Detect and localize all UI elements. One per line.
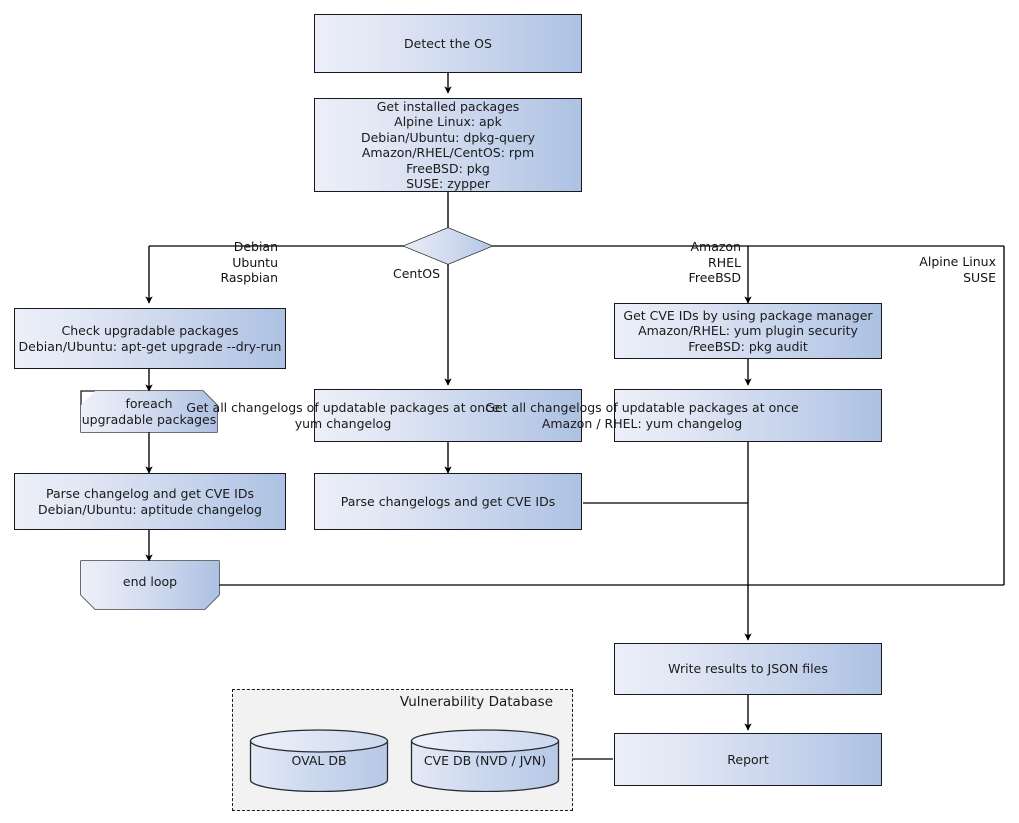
- node-report[interactable]: Report: [614, 733, 882, 786]
- node-label: Get all changelogs of updatable packages…: [485, 400, 799, 431]
- branch-label-alpine: Alpine Linux SUSE: [919, 254, 996, 285]
- branch-label-amazon: Amazon RHEL FreeBSD: [688, 239, 741, 285]
- vulnerability-database-title: Vulnerability Database: [399, 694, 553, 710]
- node-label: end loop: [122, 574, 178, 590]
- node-detect-the-os[interactable]: Detect the OS: [314, 14, 582, 73]
- node-label: Report: [727, 751, 769, 767]
- node-parse-changelogs-centos[interactable]: Parse changelogs and get CVE IDs: [314, 473, 582, 530]
- node-label: foreach upgradable packages: [81, 396, 217, 427]
- node-get-cve-ids-package-manager[interactable]: Get CVE IDs by using package manager Ama…: [614, 303, 882, 359]
- node-label: Check upgradable packages Debian/Ubuntu:…: [18, 323, 282, 354]
- node-check-upgradable-packages[interactable]: Check upgradable packages Debian/Ubuntu:…: [14, 308, 286, 369]
- branch-label-debian: Debian Ubuntu Raspbian: [220, 239, 278, 285]
- branch-label-centos: CentOS: [392, 266, 440, 281]
- node-get-all-changelogs-amazon[interactable]: Get all changelogs of updatable packages…: [485, 389, 882, 442]
- node-write-results-json[interactable]: Write results to JSON files: [614, 643, 882, 695]
- cylinder-shape: [410, 729, 560, 793]
- cylinder-shape: [249, 729, 389, 793]
- node-label: Get all changelogs of updatable packages…: [186, 400, 500, 431]
- node-label: Get installed packages Alpine Linux: apk…: [360, 98, 536, 192]
- node-parse-changelog-debian[interactable]: Parse changelog and get CVE IDs Debian/U…: [14, 473, 286, 530]
- node-label: Get CVE IDs by using package manager Ama…: [623, 307, 873, 354]
- node-label: Write results to JSON files: [668, 661, 828, 677]
- node-foreach-upgradable-packages[interactable]: foreach upgradable packages: [81, 391, 217, 432]
- node-os-decision[interactable]: [404, 228, 492, 264]
- node-label: Detect the OS: [404, 35, 492, 51]
- node-label: Parse changelog and get CVE IDs Debian/U…: [38, 486, 262, 517]
- database-label: CVE DB (NVD / JVN): [423, 753, 547, 768]
- database-label: OVAL DB: [291, 753, 347, 768]
- node-end-loop[interactable]: end loop: [81, 561, 219, 609]
- node-get-all-changelogs-centos[interactable]: Get all changelogs of updatable packages…: [186, 389, 582, 442]
- database-cylinder-oval[interactable]: OVAL DB: [249, 729, 389, 793]
- node-get-installed-packages[interactable]: Get installed packages Alpine Linux: apk…: [314, 98, 582, 192]
- database-cylinder-cve[interactable]: CVE DB (NVD / JVN): [410, 729, 560, 793]
- node-label: Parse changelogs and get CVE IDs: [340, 493, 556, 509]
